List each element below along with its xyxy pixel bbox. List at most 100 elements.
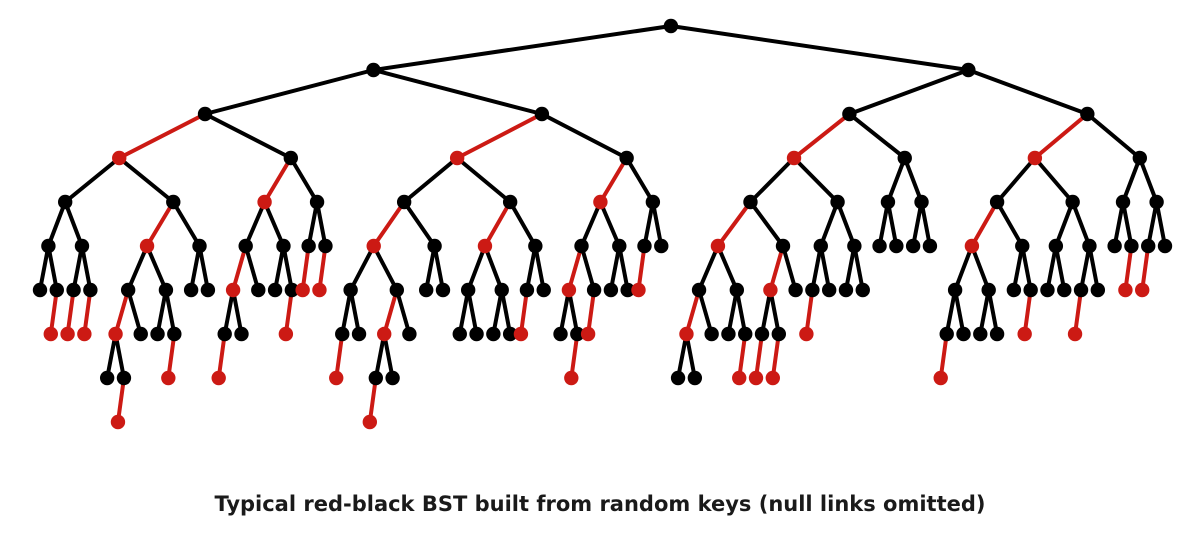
black-node-32 — [267, 282, 283, 298]
black-node-81 — [612, 238, 627, 254]
black-node-12 — [116, 370, 132, 386]
black-node-2 — [49, 282, 64, 298]
red-node-132 — [964, 238, 980, 254]
red-link-112 — [754, 332, 765, 380]
red-link-28 — [166, 332, 177, 380]
red-node-48 — [362, 414, 378, 430]
black-node-38 — [301, 238, 316, 254]
black-link-115 — [835, 200, 857, 248]
red-node-151 — [1135, 282, 1150, 298]
black-link-111 — [768, 288, 781, 336]
black-link-122 — [902, 156, 924, 204]
black-node-143 — [1090, 282, 1106, 298]
black-node-98 — [729, 282, 745, 298]
black-link-98 — [748, 200, 786, 248]
black-node-47 — [343, 282, 358, 298]
black-node-136 — [1015, 238, 1030, 254]
black-link-53 — [348, 244, 376, 292]
black-link-95 — [748, 156, 797, 204]
black-node-147 — [1107, 238, 1122, 254]
black-link-128 — [1085, 112, 1142, 160]
tree-nodes — [32, 18, 1173, 430]
red-node-65 — [477, 238, 493, 254]
black-link-37 — [222, 288, 236, 336]
black-node-74 — [570, 326, 585, 342]
black-node-7 — [83, 282, 98, 298]
black-link-99 — [697, 244, 720, 292]
black-node-56 — [435, 282, 451, 298]
red-link-65 — [482, 200, 513, 248]
black-node-67 — [519, 282, 535, 298]
red-link-31 — [262, 156, 293, 204]
black-node-70 — [502, 194, 518, 210]
black-link-109 — [781, 244, 798, 292]
black-link-64 — [432, 244, 445, 292]
black-link-155 — [1146, 200, 1159, 248]
black-link-48 — [539, 112, 629, 160]
black-node-129 — [973, 326, 988, 342]
black-link-55 — [340, 288, 353, 336]
red-link-45 — [300, 244, 311, 292]
black-link-30 — [197, 244, 210, 292]
red-link-12 — [48, 288, 59, 336]
red-node-36 — [257, 194, 272, 210]
red-link-39 — [216, 332, 227, 380]
black-node-43 — [197, 106, 213, 122]
red-link-131 — [969, 200, 1000, 248]
tree-links — [38, 24, 1167, 424]
red-link-75 — [518, 288, 529, 336]
red-node-17 — [161, 370, 176, 386]
red-link-154 — [1123, 244, 1134, 292]
black-node-140 — [1048, 238, 1064, 254]
black-node-93 — [704, 326, 719, 342]
black-link-9 — [63, 200, 84, 248]
black-node-8 — [74, 238, 90, 254]
black-link-151 — [1137, 156, 1159, 204]
red-link-35 — [231, 244, 248, 292]
black-link-19 — [126, 244, 150, 292]
black-link-74 — [533, 244, 546, 292]
red-link-62 — [367, 376, 378, 424]
red-node-82 — [593, 194, 608, 210]
black-link-22 — [126, 288, 143, 336]
black-node-123 — [897, 150, 912, 166]
black-node-53 — [389, 282, 405, 298]
black-node-28 — [234, 326, 249, 342]
black-link-132 — [995, 200, 1025, 248]
black-node-88 — [534, 106, 550, 122]
black-node-107 — [743, 194, 758, 210]
black-link-152 — [1112, 200, 1126, 248]
black-node-55 — [418, 282, 434, 298]
red-link-90 — [636, 244, 647, 292]
red-node-76 — [580, 326, 596, 342]
black-link-32 — [288, 156, 320, 204]
black-node-22 — [200, 282, 216, 298]
black-node-150 — [1115, 194, 1131, 210]
red-link-137 — [938, 332, 949, 380]
black-node-127 — [956, 326, 971, 342]
black-link-49 — [402, 156, 460, 204]
red-node-116 — [786, 150, 802, 166]
red-link-42 — [283, 288, 294, 336]
black-link-27 — [163, 288, 177, 336]
black-link-91 — [847, 68, 971, 116]
black-node-117 — [872, 238, 887, 254]
black-node-63 — [502, 326, 518, 342]
red-node-11 — [110, 414, 126, 430]
black-link-72 — [499, 288, 513, 336]
black-node-80 — [620, 282, 635, 298]
black-link-126 — [919, 200, 932, 248]
black-node-128 — [947, 282, 963, 298]
black-link-89 — [650, 200, 664, 248]
black-node-58 — [396, 194, 412, 210]
black-link-8 — [46, 200, 68, 248]
red-node-66 — [513, 326, 529, 342]
red-node-1 — [43, 326, 58, 342]
black-link-3 — [371, 68, 544, 116]
black-link-144 — [1070, 200, 1092, 248]
red-node-13 — [108, 326, 123, 342]
black-node-57 — [427, 238, 442, 254]
red-link-93 — [792, 112, 852, 160]
black-link-121 — [885, 156, 907, 204]
black-link-135 — [944, 288, 958, 336]
